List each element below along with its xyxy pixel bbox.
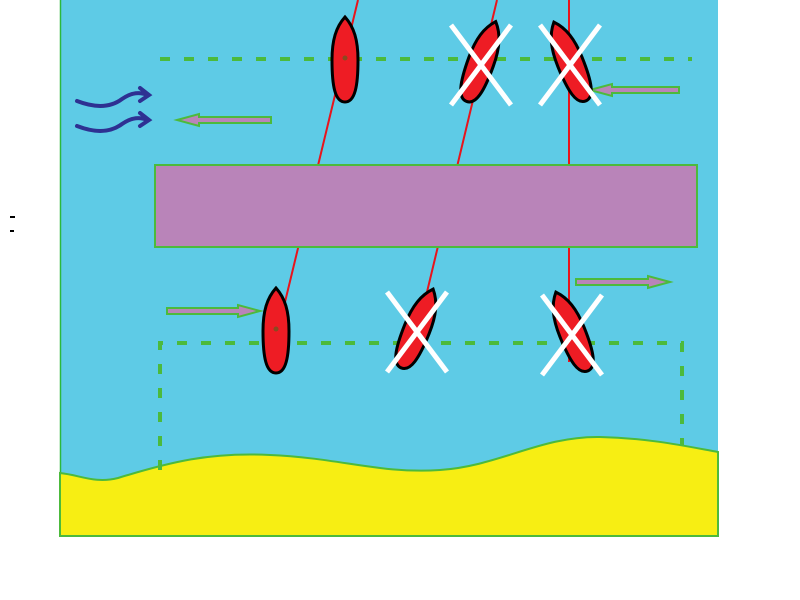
mast-icon: [342, 55, 348, 61]
current-arrow-lower-right: [575, 274, 674, 290]
current-arrow-lower-left: [166, 303, 264, 319]
stray-mark: [10, 216, 15, 232]
obstacle-zone: [154, 164, 698, 248]
cross-out-icon: [385, 290, 449, 374]
boat-upper-2: [449, 19, 513, 107]
boat-upper-1: [330, 14, 360, 104]
cross-out-icon: [538, 23, 602, 107]
boat-lower-2: [385, 287, 449, 374]
wind-icon: [75, 86, 153, 133]
current-arrow-upper-left: [173, 112, 272, 128]
shoreline: [59, 435, 719, 537]
boat-lower-1: [261, 285, 291, 375]
boat-upper-3: [538, 20, 602, 107]
current-arrow-upper-right: [586, 82, 680, 98]
cross-out-icon: [449, 23, 513, 107]
cross-out-icon: [540, 293, 604, 377]
mast-icon: [273, 326, 279, 332]
boat-lower-3: [540, 290, 604, 377]
